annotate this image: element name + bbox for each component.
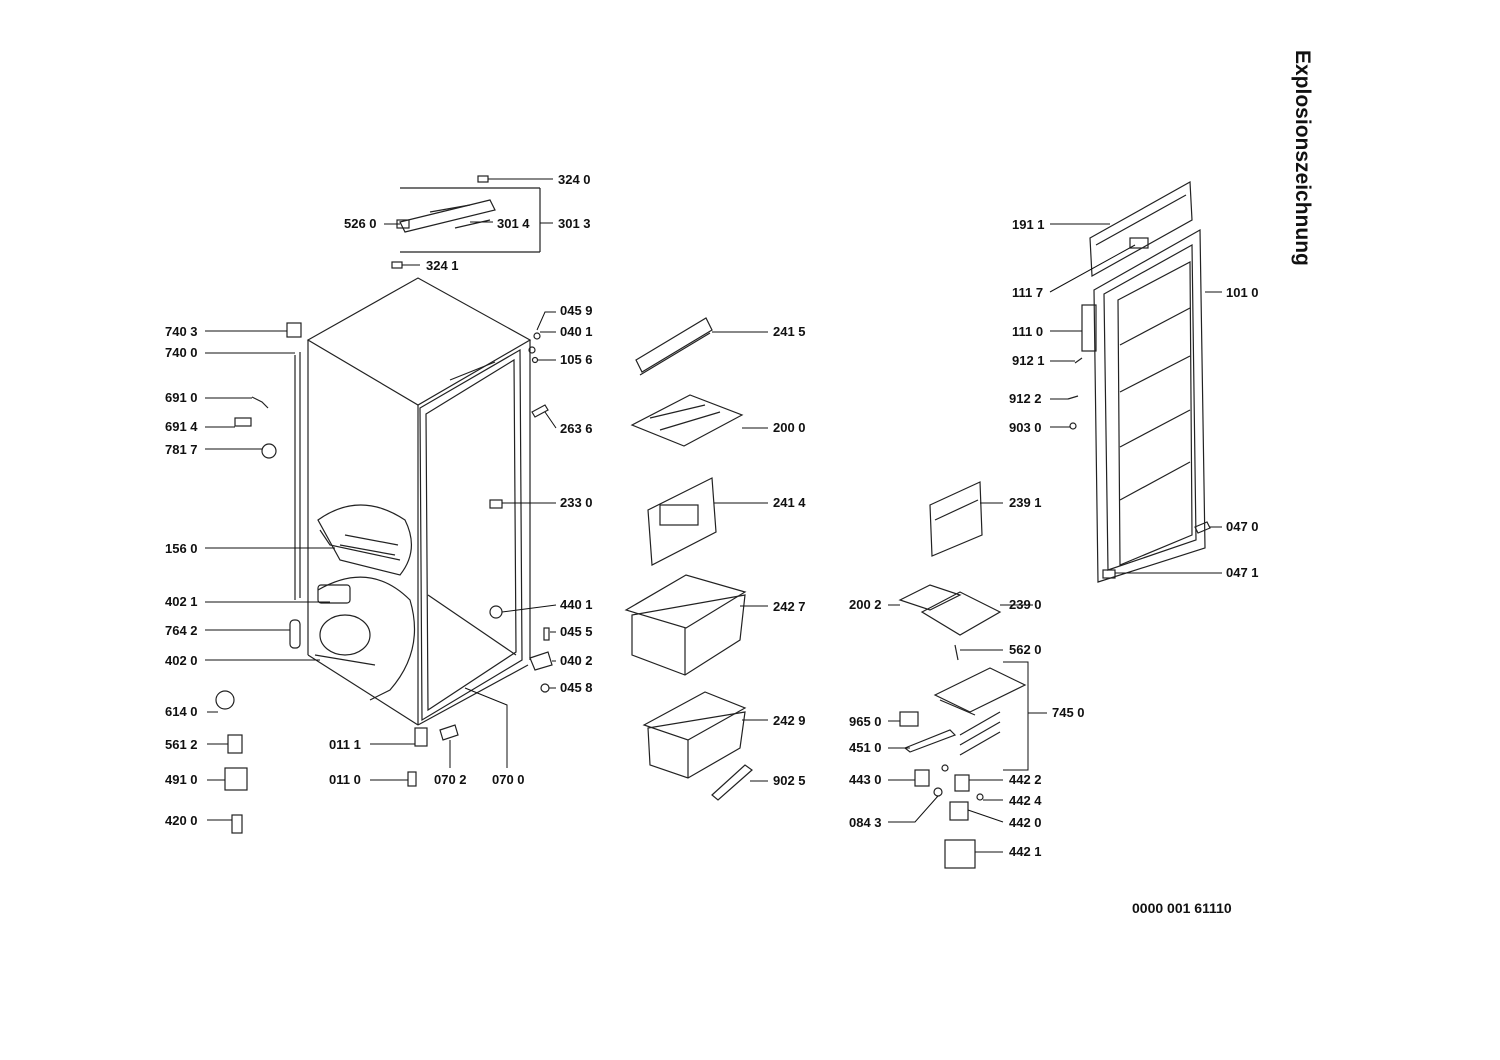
part-label: 233 0 [560,495,593,510]
part-label: 242 9 [773,713,806,728]
glass-shelf [630,394,744,447]
part-label: 902 5 [773,773,806,788]
part-label: 691 4 [165,419,198,434]
part-label: 491 0 [165,772,198,787]
part-label: 440 1 [560,597,593,612]
part-label: 111 0 [1012,324,1044,339]
thermostat-parts [899,711,984,869]
part-label: 241 5 [773,324,806,339]
part-label: 011 1 [329,737,361,752]
part-label: 040 1 [560,324,593,339]
part-label: 442 2 [1009,772,1042,787]
door-frame [1081,181,1206,583]
compressor-detail [314,576,416,701]
condenser-pipe [294,352,301,600]
part-label: 614 0 [165,704,198,719]
part-label: 443 0 [849,772,882,787]
part-label: 070 2 [434,772,467,787]
part-label: 764 2 [165,623,198,638]
part-label: 242 7 [773,599,806,614]
part-label: 047 1 [1226,565,1259,580]
part-label: 241 4 [773,495,806,510]
part-label: 451 0 [849,740,882,755]
part-label: 781 7 [165,442,198,457]
part-label: 239 1 [1009,495,1042,510]
part-label: 084 3 [849,815,882,830]
part-label: 101 0 [1226,285,1259,300]
part-label: 402 0 [165,653,198,668]
leader-lines [205,178,1222,853]
document-number: 0000 001 61110 [1132,900,1232,916]
part-label: 047 0 [1226,519,1259,534]
fan-housing [898,584,1002,636]
cabinet-body [306,277,532,726]
part-label: 420 0 [165,813,198,828]
part-label: 562 0 [1009,642,1042,657]
door-shelf-top [635,317,713,376]
part-label: 526 0 [344,216,377,231]
part-label: 156 0 [165,541,198,556]
part-label: 740 3 [165,324,198,339]
drawer-front-flap [647,477,717,566]
part-label: 105 6 [560,352,593,367]
cover-plate [929,481,983,557]
part-label: 045 9 [560,303,593,318]
evaporator [933,667,1027,756]
control-panel [399,187,541,253]
part-label: 301 3 [558,216,591,231]
part-label: 745 0 [1052,705,1085,720]
part-label: 045 5 [560,624,593,639]
part-label: 442 1 [1009,844,1042,859]
part-label: 740 0 [165,345,198,360]
part-label: 301 4 [497,216,530,231]
drawer-large [624,574,747,676]
part-label: 200 2 [849,597,882,612]
part-label: 691 0 [165,390,198,405]
part-label: 263 6 [560,421,593,436]
part-label: 903 0 [1009,420,1042,435]
part-label: 912 2 [1009,391,1042,406]
part-label: 200 0 [773,420,806,435]
part-label: 040 2 [560,653,593,668]
drawing-title: Explosionszeichnung [1291,50,1314,266]
part-label: 070 0 [492,772,525,787]
part-label: 239 0 [1009,597,1042,612]
drawer-lower [642,691,747,779]
part-label: 965 0 [849,714,882,729]
part-label: 011 0 [329,772,361,787]
small-parts-left [215,322,459,834]
part-label: 045 8 [560,680,593,695]
part-label: 402 1 [165,594,198,609]
part-label: 111 7 [1012,285,1044,300]
part-label: 442 0 [1009,815,1042,830]
part-label: 912 1 [1012,353,1045,368]
part-label: 442 4 [1009,793,1042,808]
drip-tray-detail [317,504,412,576]
part-label: 191 1 [1012,217,1045,232]
drawer-handle-strip [711,764,753,801]
part-label: 324 1 [426,258,459,273]
part-label: 324 0 [558,172,591,187]
part-label: 561 2 [165,737,198,752]
